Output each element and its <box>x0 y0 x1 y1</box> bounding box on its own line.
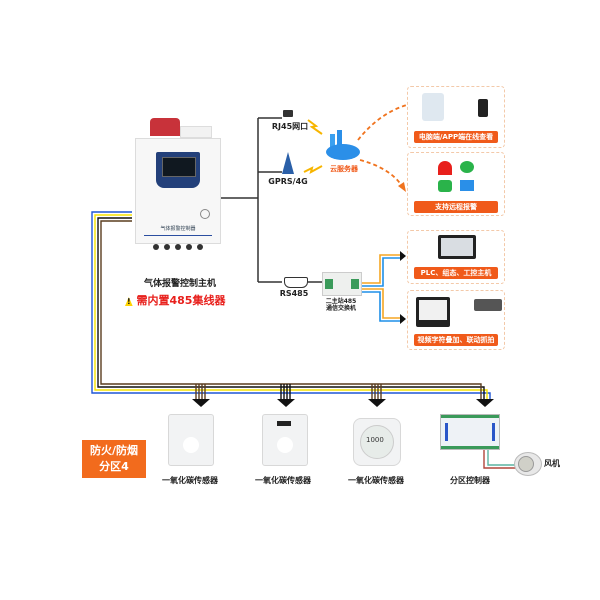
arrow-down-icon <box>476 399 494 407</box>
switch-output-wires <box>360 254 400 322</box>
zone-controller[interactable] <box>440 414 500 450</box>
lightning-icon <box>307 119 323 135</box>
output-banner-plc: PLC、组态、工控主机 <box>414 267 498 279</box>
phone-icon <box>478 99 488 117</box>
switch-label-2: 通信交换机 <box>325 305 356 312</box>
beacon-mount <box>180 126 212 138</box>
device-label-3: 一氧化碳传感器 <box>348 476 404 485</box>
device-label-4: 分区控制器 <box>450 476 490 485</box>
arrow-down-icon <box>368 399 386 407</box>
device-label-2: 一氧化碳传感器 <box>255 476 311 485</box>
cloud-arrow-app <box>357 103 411 141</box>
fan-label: 风机 <box>544 459 560 468</box>
siren-icon <box>438 161 452 175</box>
network-bus <box>220 117 322 283</box>
warning-icon: ! <box>125 297 133 306</box>
user-computer-illustration <box>422 93 444 121</box>
controller-screen <box>156 152 200 188</box>
fan-wire <box>487 446 516 466</box>
cloud-label: 云服务器 <box>330 165 358 173</box>
fan-wire <box>483 446 516 469</box>
warning-row: ! 需内置485集线器 <box>125 292 245 308</box>
sensor-display: 1000 <box>366 436 384 444</box>
output-banner-video: 视频字符叠加、联动抓拍 <box>414 334 498 346</box>
sensor-bus <box>91 211 491 400</box>
controller-name: 气体报警控制主机 <box>143 279 216 289</box>
cell-tower-icon <box>282 152 294 174</box>
output-banner-alarm: 支持远程报警 <box>414 201 498 213</box>
ethernet-port-icon <box>283 110 293 117</box>
fan-icon <box>514 452 542 476</box>
arrow-down-icon <box>192 399 210 407</box>
arrow-down-icon <box>277 399 295 407</box>
wechat-icon <box>460 161 474 173</box>
output-box-app: 电脑端/APP端在线查看 <box>407 86 505 148</box>
output-banner-app: 电脑端/APP端在线查看 <box>414 131 498 143</box>
controller-knob <box>200 209 210 219</box>
gprs-label: GPRS/4G <box>268 177 308 186</box>
warning-text: 需内置485集线器 <box>136 294 226 307</box>
rs485-switch[interactable] <box>322 272 362 296</box>
output-box-video: 视频字符叠加、联动抓拍 <box>407 290 505 350</box>
rs485-port-icon <box>284 277 308 288</box>
co-sensor-1[interactable] <box>168 414 214 466</box>
output-box-alarm: 支持远程报警 <box>407 152 505 216</box>
cloud-arrow-alarm <box>359 159 403 187</box>
rj45-label: RJ45网口 <box>271 122 309 131</box>
lightning-icon <box>303 165 323 174</box>
cable-glands <box>153 244 203 250</box>
rs485-label: RS485 <box>279 289 309 298</box>
zone-badge: 防火/防烟 分区4 <box>82 440 146 478</box>
sms-icon <box>438 180 452 192</box>
switch-label-1: 二主站485 <box>325 298 357 305</box>
zone-line2: 分区4 <box>99 460 129 473</box>
controller-cabinet[interactable]: 气体报警控制器 <box>135 138 221 244</box>
video-overlay-box <box>416 297 450 327</box>
co-sensor-2[interactable] <box>262 414 308 466</box>
controller-panel-label: 气体报警控制器 <box>160 226 196 232</box>
device-label-1: 一氧化碳传感器 <box>162 476 218 485</box>
alarm-beacon <box>150 118 180 136</box>
camera-icon <box>474 299 502 311</box>
cloud-server-icon <box>326 130 360 160</box>
mail-icon <box>460 180 474 191</box>
zone-line1: 防火/防烟 <box>89 444 139 457</box>
output-box-plc: PLC、组态、工控主机 <box>407 230 505 284</box>
industrial-monitor-icon <box>438 235 476 259</box>
co-sensor-3[interactable]: 1000 <box>353 418 401 466</box>
